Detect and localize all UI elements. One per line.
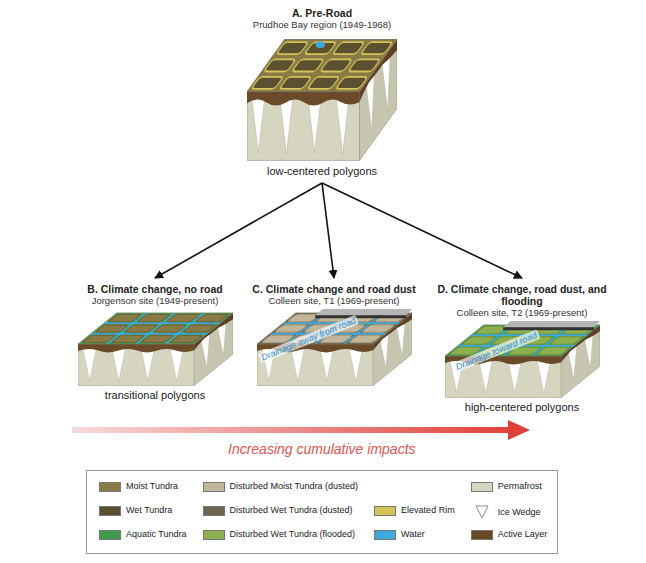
legend-entry: Aquatic Tundra	[99, 529, 187, 540]
impact-caption: Increasing cumulative impacts	[228, 441, 416, 457]
legend-entry: Active Layer	[471, 529, 548, 540]
legend-entry: Ice Wedge	[471, 505, 541, 519]
legend-label: Disturbed Moist Tundra (dusted)	[230, 481, 359, 492]
legend-swatch	[203, 482, 225, 492]
stage-title: B. Climate change, no road	[87, 283, 222, 295]
legend-label: Moist Tundra	[126, 481, 178, 492]
stage-panel: C. Climate change and road dustColleen s…	[248, 280, 420, 390]
legend-label: Disturbed Wet Tundra (dusted)	[230, 505, 353, 516]
polygon-type: transitional polygons	[105, 389, 205, 402]
legend-entry: Moist Tundra	[99, 481, 178, 492]
legend-label: Disturbed Wet Tundra (flooded)	[230, 529, 355, 540]
legend-swatch	[471, 482, 493, 492]
legend-label: Permafrost	[498, 481, 542, 492]
legend-swatch	[203, 506, 225, 516]
legend-swatch	[99, 530, 121, 540]
site-name: Prudhoe Bay region (1949-1968)	[253, 19, 391, 31]
legend-swatch	[203, 530, 225, 540]
legend-swatch	[99, 506, 121, 516]
legend-swatch	[374, 506, 396, 516]
flow-arrow	[155, 183, 322, 278]
legend-label: Wet Tundra	[126, 505, 172, 516]
legend-label: Water	[401, 529, 425, 540]
stage-title: D. Climate change, road dust, and floodi…	[426, 283, 618, 307]
stage-title: A. Pre-Road	[292, 7, 352, 19]
tundra-block	[78, 309, 233, 387]
legend-label: Elevated Rim	[401, 505, 455, 516]
legend-entry: Water	[374, 529, 425, 540]
legend-box: Moist TundraWet TundraAquatic Tundra Dist…	[86, 470, 558, 554]
legend-swatch	[471, 530, 493, 540]
legend-swatch	[99, 482, 121, 492]
site-name: Colleen site, T1 (1969-present)	[269, 295, 400, 307]
impact-gradient-arrow	[0, 420, 646, 440]
ice-wedge-swatch	[471, 505, 493, 519]
site-name: Jorgenson site (1949-present)	[92, 295, 219, 307]
stage-panel: B. Climate change, no roadJorgenson site…	[66, 280, 244, 405]
legend-label: Active Layer	[498, 529, 548, 540]
legend-swatch	[374, 530, 396, 540]
legend-label: Ice Wedge	[498, 507, 541, 518]
legend-entry: Permafrost	[471, 481, 542, 492]
legend-entry: Disturbed Wet Tundra (flooded)	[203, 529, 355, 540]
legend-entry: Disturbed Wet Tundra (dusted)	[203, 505, 353, 516]
stage-panel: A. Pre-RoadPrudhoe Bay region (1949-1968…	[237, 4, 407, 181]
stage-title: C. Climate change and road dust	[252, 283, 415, 295]
legend-entry: Wet Tundra	[99, 505, 172, 516]
polygon-type: low-centered polygons	[267, 165, 377, 178]
stage-panel: D. Climate change, road dust, and floodi…	[424, 280, 620, 417]
legend-entry: Elevated Rim	[374, 505, 455, 516]
flow-arrow	[322, 183, 522, 278]
legend-label: Aquatic Tundra	[126, 529, 187, 540]
tundra-block	[247, 33, 397, 163]
site-name: Colleen site, T2 (1969-present)	[457, 307, 588, 319]
polygon-type: high-centered polygons	[465, 401, 579, 414]
legend-entry: Disturbed Moist Tundra (dusted)	[203, 481, 359, 492]
flow-arrow	[322, 183, 334, 278]
